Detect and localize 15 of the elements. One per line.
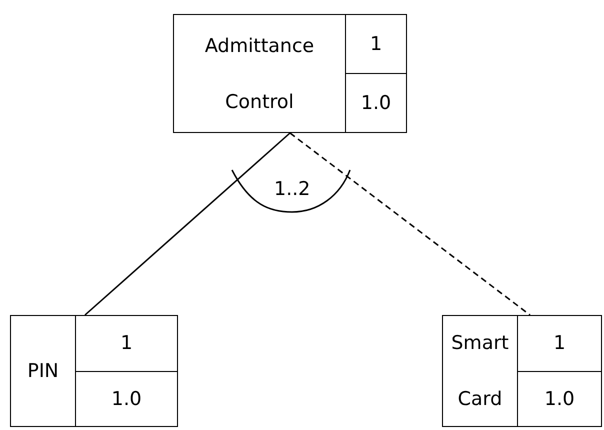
feature-box xyxy=(173,14,407,133)
feature-name: PIN xyxy=(27,359,59,384)
connector-line xyxy=(84,132,290,316)
feature-name: Admittance Control xyxy=(204,34,316,114)
attribute-value: 1 xyxy=(370,33,382,55)
attribute-value: 1.0 xyxy=(544,388,575,410)
feature-box xyxy=(10,315,178,427)
attribute-value: 1.0 xyxy=(111,388,142,410)
attribute-value: 1 xyxy=(120,332,133,354)
attribute-value: 1 xyxy=(553,332,566,354)
connector-line xyxy=(290,132,530,316)
feature-box xyxy=(442,315,602,427)
attribute-value: 1.0 xyxy=(360,92,392,114)
feature-name: Smart Card xyxy=(450,331,510,412)
cardinality-label: 1..2 xyxy=(274,178,310,200)
